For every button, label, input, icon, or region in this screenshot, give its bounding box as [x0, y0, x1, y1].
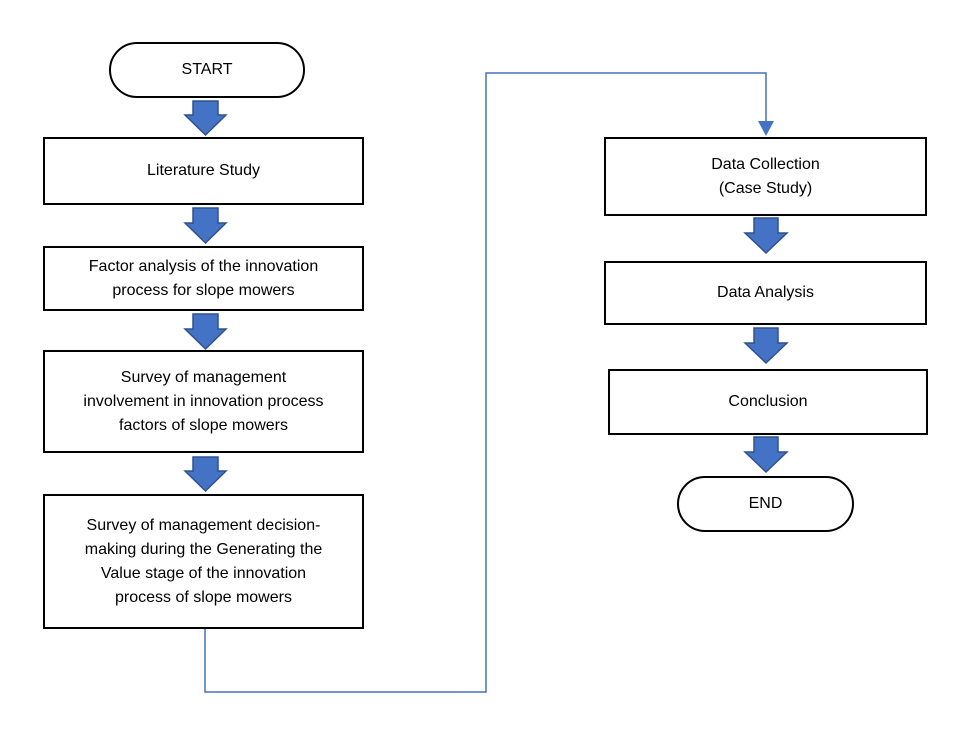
- arrow-factor-to-involvement: [183, 313, 228, 351]
- arrow-involvement-to-decision: [183, 456, 228, 493]
- conclusion-step: Conclusion: [608, 369, 928, 435]
- survey-involvement-step: Survey of management involvement in inno…: [43, 350, 364, 453]
- start-terminal: START: [109, 42, 305, 98]
- arrow-start-to-literature: [183, 100, 228, 137]
- data-collection-step: Data Collection (Case Study): [604, 137, 927, 216]
- arrow-literature-to-factor: [183, 207, 228, 245]
- literature-study-step: Literature Study: [43, 137, 364, 205]
- arrow-collection-to-analysis: [743, 217, 789, 255]
- arrow-analysis-to-conclusion: [743, 327, 789, 365]
- factor-analysis-step: Factor analysis of the innovation proces…: [43, 246, 364, 311]
- connector-decision-to-collection: [204, 72, 767, 693]
- end-terminal: END: [677, 476, 854, 532]
- survey-decision-step: Survey of management decision- making du…: [43, 494, 364, 629]
- data-analysis-step: Data Analysis: [604, 261, 927, 325]
- arrow-conclusion-to-end: [743, 436, 789, 474]
- connector-arrowhead: [758, 121, 774, 136]
